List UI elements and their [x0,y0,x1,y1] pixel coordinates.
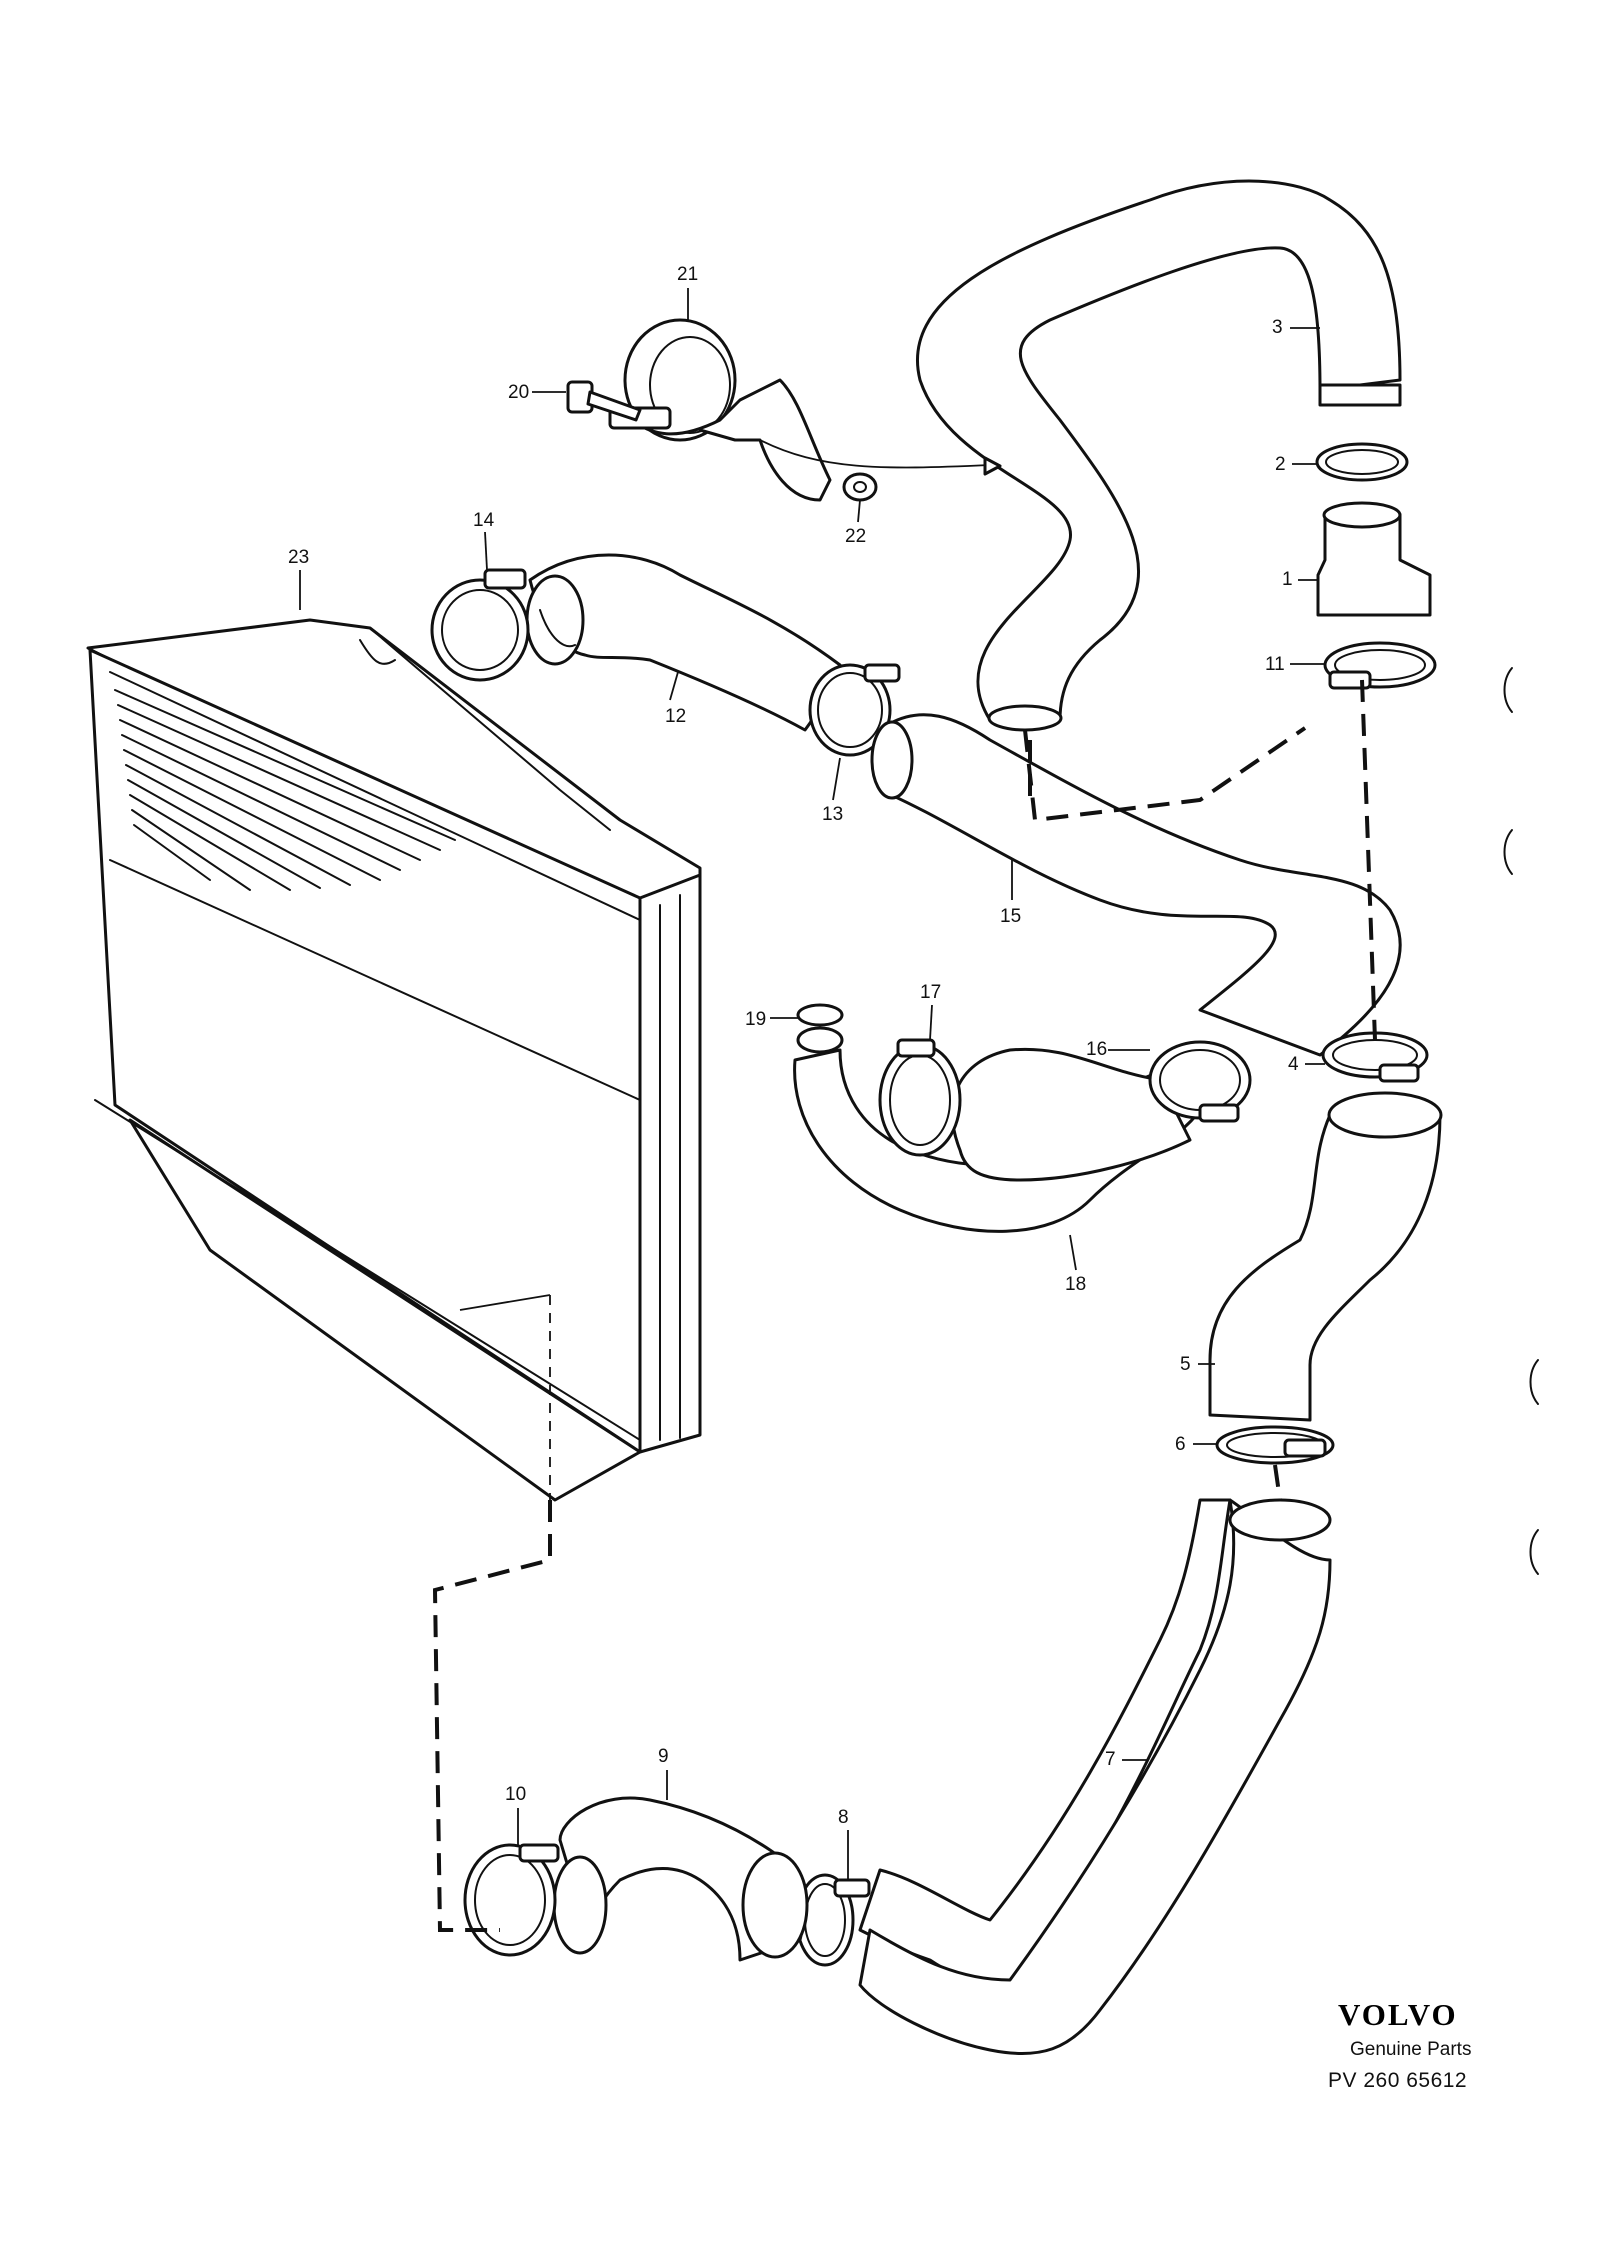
nut-22 [842,472,878,502]
assembly-routes [432,679,1377,1932]
callout-20: 20 [508,382,529,403]
pipe-3 [916,179,1402,732]
callout-10: 10 [505,1784,526,1805]
hose-5 [1208,1091,1443,1422]
callout-16: 16 [1086,1039,1107,1060]
callout-5: 5 [1180,1354,1191,1375]
hose-18 [793,1047,1204,1233]
callouts: 1 2 3 4 5 6 7 8 9 10 11 12 13 14 15 16 1… [288,264,1325,1880]
mounting-arrow [759,439,991,469]
callout-7: 7 [1105,1749,1116,1770]
clamp-6 [1215,1425,1335,1465]
callout-12: 12 [665,706,686,727]
clamp-19 [796,1003,844,1054]
callout-21: 21 [677,264,698,285]
clamp-2 [1315,442,1409,482]
mounting-arrow-head [983,456,1002,476]
callout-1: 1 [1282,569,1293,590]
clamp-16 [1148,1040,1252,1123]
hose-9 [552,1796,809,1962]
callout-18: 18 [1065,1274,1086,1295]
brand-logo: VOLVO [1338,1997,1458,2032]
clamp-13 [808,663,901,757]
clamp-14 [430,568,530,682]
callout-8: 8 [838,1807,849,1828]
callout-19: 19 [745,1009,766,1030]
clamp-8 [795,1873,871,1967]
intercooler [86,618,702,1502]
hose-12 [525,553,842,732]
callout-23: 23 [288,547,309,568]
callout-6: 6 [1175,1434,1186,1455]
callout-13: 13 [822,804,843,825]
callout-14: 14 [473,510,495,531]
clamp-17 [878,1038,962,1157]
callout-3: 3 [1272,317,1283,338]
bracket-21 [608,318,832,502]
callout-2: 2 [1275,454,1286,475]
fin-pattern [114,689,456,891]
callout-4: 4 [1288,1054,1299,1075]
part-code: PV 260 65612 [1328,2069,1467,2092]
callout-22: 22 [845,526,866,547]
binding-marks [1503,667,1539,1575]
clamp-10 [463,1843,560,1957]
callout-9: 9 [658,1746,669,1767]
bolt-20 [566,380,642,422]
hose-15 [870,713,1402,1057]
callout-17: 17 [920,982,941,1003]
callout-15: 15 [1000,906,1021,927]
pipe-7 [858,1498,1332,2056]
brand-tagline: Genuine Parts [1350,2039,1471,2060]
brand-block: VOLVO Genuine Parts PV 260 65612 [1328,1997,1471,2092]
clamp-11 [1323,641,1437,690]
clamp-4 [1321,1031,1429,1083]
callout-11: 11 [1265,654,1285,675]
sleeve-1 [1316,501,1432,617]
